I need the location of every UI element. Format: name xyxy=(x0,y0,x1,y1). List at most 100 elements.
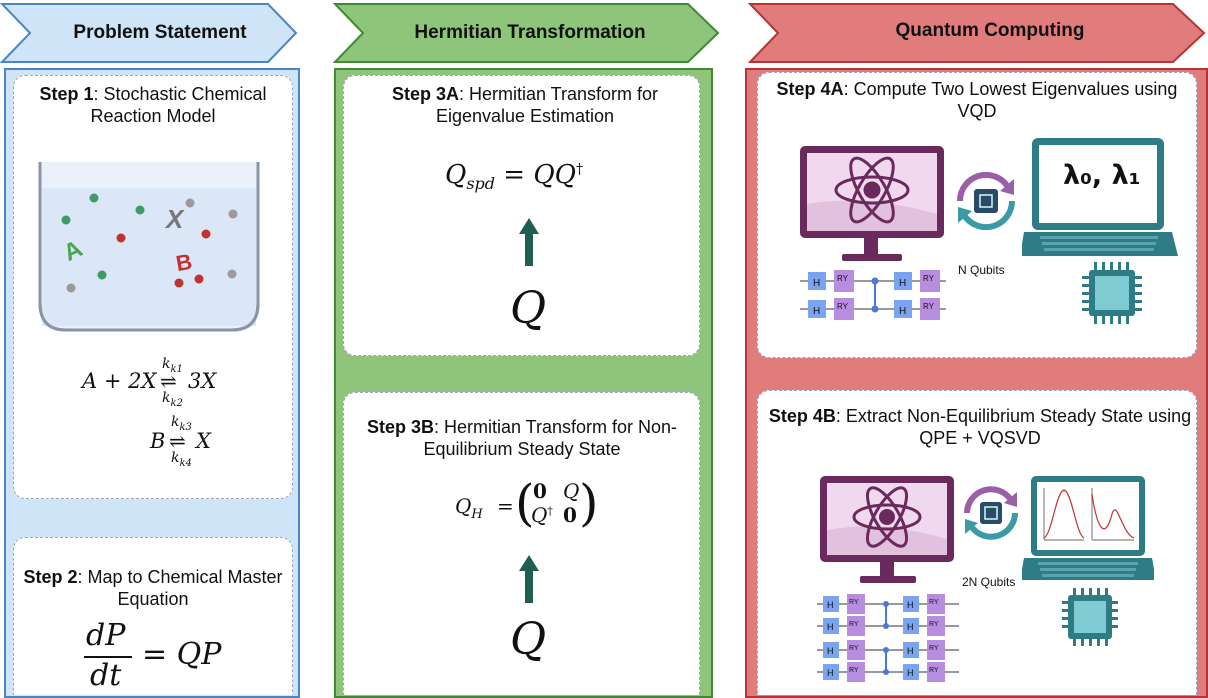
cme-denominator: dt xyxy=(90,658,122,693)
eigenvalues-label: λ₀, λ₁ xyxy=(1063,160,1141,191)
eq3b: QH = ( 0 Q Q† 0 ) xyxy=(455,474,615,546)
cme-numerator: dP xyxy=(86,618,126,653)
arrow-up-3b xyxy=(519,555,539,603)
n-qubits-label: N Qubits xyxy=(958,263,1005,277)
svg-text:RY: RY xyxy=(923,302,935,311)
chip-icon-4a xyxy=(1082,262,1142,324)
laptop-4b xyxy=(1022,476,1154,580)
svg-text:RY: RY xyxy=(923,274,935,283)
q-symbol-3a: Q xyxy=(510,283,547,334)
arrow-up-3a xyxy=(519,218,539,266)
species-x-label: X xyxy=(164,204,185,234)
h-gate: H xyxy=(894,300,912,318)
step1-description: : Stochastic Chemical Reaction Model xyxy=(90,84,267,126)
problem-statement-chevron xyxy=(0,3,298,63)
h-gate: H xyxy=(808,300,826,318)
step3b-description: : Hermitian Transform for Non-Equilibriu… xyxy=(423,417,678,459)
ry-gate: RY xyxy=(920,270,940,292)
2n-qubits-label: 2N Qubits xyxy=(962,575,1016,589)
ry-gate-label: RY xyxy=(929,667,939,674)
monitor-4b xyxy=(820,476,954,583)
ry-gate-label: RY xyxy=(849,621,859,628)
ry-gate-label: RY xyxy=(929,621,939,628)
h-gate-label: H xyxy=(827,668,834,678)
ry-gate-label: RY xyxy=(849,645,859,652)
reaction-2-arrows: ⇌ xyxy=(169,429,186,453)
step4b-label: Step 4B xyxy=(768,406,836,426)
gate-column-4 xyxy=(927,594,945,682)
ry-gate: RY xyxy=(834,298,854,320)
reaction-1-kr-text: k2 xyxy=(170,397,183,409)
q-symbol-3b: Q xyxy=(510,614,547,665)
quantum-header: Quantum Computing xyxy=(895,20,1085,41)
monitor-4a xyxy=(800,146,944,261)
cycle-chip-icon-4b xyxy=(964,486,1018,540)
cme-fraction-bar xyxy=(84,656,132,658)
eq3a-sub: spd xyxy=(466,174,496,194)
reaction-1-arrows: ⇌ xyxy=(160,369,177,393)
step4a-description: : Compute Two Lowest Eigenvalues using V… xyxy=(843,79,1178,121)
eq3b-lhs: QH xyxy=(455,494,483,522)
gate-column-2 xyxy=(847,594,865,682)
reaction-1: A + 2X kk1 ⇌ kk2 3X xyxy=(82,356,262,409)
svg-text:H: H xyxy=(899,278,906,289)
eq3b-equals: = xyxy=(497,494,514,518)
atom-icon xyxy=(834,156,910,224)
svg-text:RY: RY xyxy=(837,274,849,283)
step2-description: : Map to Chemical Master Equation xyxy=(77,567,283,609)
svg-text:H: H xyxy=(813,278,820,289)
reaction-1-lhs: A + 2X xyxy=(82,369,157,393)
eq3b-m12: Q xyxy=(563,479,580,503)
steady-state-plot-icon xyxy=(1043,488,1135,541)
step3a-description: : Hermitian Transform for Eigenvalue Est… xyxy=(435,84,659,126)
molecules xyxy=(61,193,238,293)
step4b-description: : Extract Non-Equilibrium Steady State u… xyxy=(835,406,1192,448)
atom-icon xyxy=(852,486,922,548)
reaction-1-rhs: 3X xyxy=(188,369,217,393)
eq3a-dagger: † xyxy=(575,161,583,178)
step2-label: Step 2 xyxy=(23,567,78,587)
h-gate-label: H xyxy=(827,646,834,656)
species-b-label: B xyxy=(174,249,194,276)
ry-gate-label: RY xyxy=(929,599,939,606)
step2-card xyxy=(13,537,293,695)
h-gate-label: H xyxy=(907,668,914,678)
eq3b-m21-dagger: † xyxy=(547,504,553,518)
eq3b-m11: 0 xyxy=(533,479,547,503)
eq3b-lparen: ( xyxy=(515,474,535,532)
hermitian-chevron xyxy=(333,3,720,63)
quantum-circuit-4a: H H RY RY H H RY RY xyxy=(800,270,946,320)
reaction-2-kf-text: k3 xyxy=(179,421,192,433)
svg-text:H: H xyxy=(899,306,906,317)
eq3b-lhs-sub: H xyxy=(471,507,483,522)
reaction-1-kr: kk2 xyxy=(162,390,183,409)
quantum-chevron xyxy=(748,3,1206,63)
step4a-text: Step 4A: Compute Two Lowest Eigenvalues … xyxy=(762,78,1192,122)
reaction-2-kf: kk3 xyxy=(171,414,192,433)
step2-text: Step 2: Map to Chemical Master Equation xyxy=(16,566,290,610)
eq3a: Qspd = QQ† xyxy=(445,160,605,193)
step3a-text: Step 3A: Hermitian Transform for Eigenva… xyxy=(360,83,690,127)
step4a-label: Step 4A xyxy=(776,79,844,99)
eq3b-rparen: ) xyxy=(579,474,599,532)
quantum-circuit-4b: H H H H H H H H RY RY RY RY RY RY RY RY xyxy=(817,594,959,682)
reaction-1-kf: kk1 xyxy=(162,356,183,375)
eq3b-lhs-text: Q xyxy=(455,494,472,518)
h-gate-label: H xyxy=(827,600,834,610)
h-gate-label: H xyxy=(907,646,914,656)
laptop-4a xyxy=(1022,138,1178,256)
reaction-2-rhs: X xyxy=(196,429,211,453)
step4b-text: Step 4B: Extract Non-Equilibrium Steady … xyxy=(760,405,1200,449)
step3b-card xyxy=(343,392,700,695)
ry-gate-label: RY xyxy=(849,667,859,674)
eq3a-rhs: = QQ xyxy=(503,160,576,190)
step1-label: Step 1 xyxy=(39,84,94,104)
h-gate-label: H xyxy=(907,600,914,610)
h-gate-label: H xyxy=(907,622,914,632)
reaction-2-kr: kk4 xyxy=(171,450,192,469)
ry-gate: RY xyxy=(920,298,940,320)
eq3b-m22: 0 xyxy=(563,503,577,527)
problem-statement-header: Problem Statement xyxy=(73,22,247,43)
eq3b-m21-text: Q xyxy=(531,503,548,527)
svg-text:RY: RY xyxy=(837,302,849,311)
